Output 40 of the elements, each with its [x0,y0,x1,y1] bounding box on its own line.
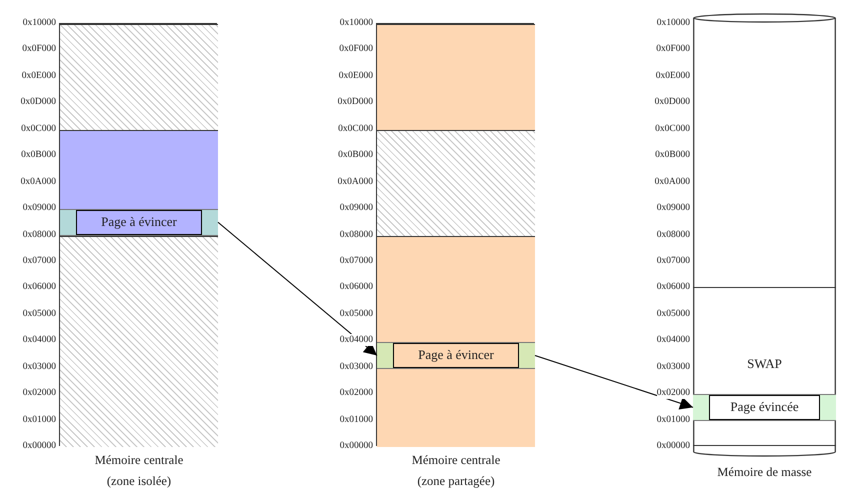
arrow [534,354,694,410]
address-label: 0x03000 [22,360,56,373]
arrow [218,222,378,356]
address-label: 0x07000 [22,254,56,267]
page-box: Page à évincer [76,210,202,234]
page-row [377,342,535,369]
allocated-region [60,130,218,210]
memory-caption: Mémoire centrale (zone isolée) [94,452,184,490]
address-label: 0x09000 [22,202,56,214]
address-label: 0x00000 [22,440,56,452]
address-label: 0x05000 [22,308,56,320]
address-label: 0x02000 [656,387,690,400]
hatched-region [377,130,535,236]
allocated-region [377,24,535,130]
page-row [693,394,836,421]
address-label: 0x06000 [22,281,56,294]
address-label: 0x0E000 [22,70,56,82]
swap-partition [693,287,836,446]
address-label: 0x0A000 [20,176,56,188]
address-label: 0x08000 [340,228,373,240]
partition-label: SWAP [746,356,783,372]
address-label: 0x0B000 [21,149,56,162]
page-box: Page à évincer [393,343,519,368]
address-label: 0x10000 [22,17,56,29]
storage-caption: Mémoire de masse [716,464,813,481]
address-label: 0x04000 [340,334,373,346]
page-row [60,209,218,236]
address-label: 0x04000 [22,334,56,346]
address-label: 0x08000 [22,228,56,240]
address-label: 0x0C000 [21,122,56,135]
address-label: 0x01000 [22,414,56,426]
address-label: 0x0F000 [22,43,56,56]
address-label: 0x08000 [656,228,690,240]
hatched-region [60,236,218,447]
page-box: Page évincée [709,395,820,420]
hatched-region [60,24,218,130]
allocated-region [377,236,535,447]
address-label: 0x02000 [22,387,56,400]
address-label: 0x0D000 [20,96,56,108]
memory-caption: Mémoire centrale (zone partagée) [410,452,502,490]
